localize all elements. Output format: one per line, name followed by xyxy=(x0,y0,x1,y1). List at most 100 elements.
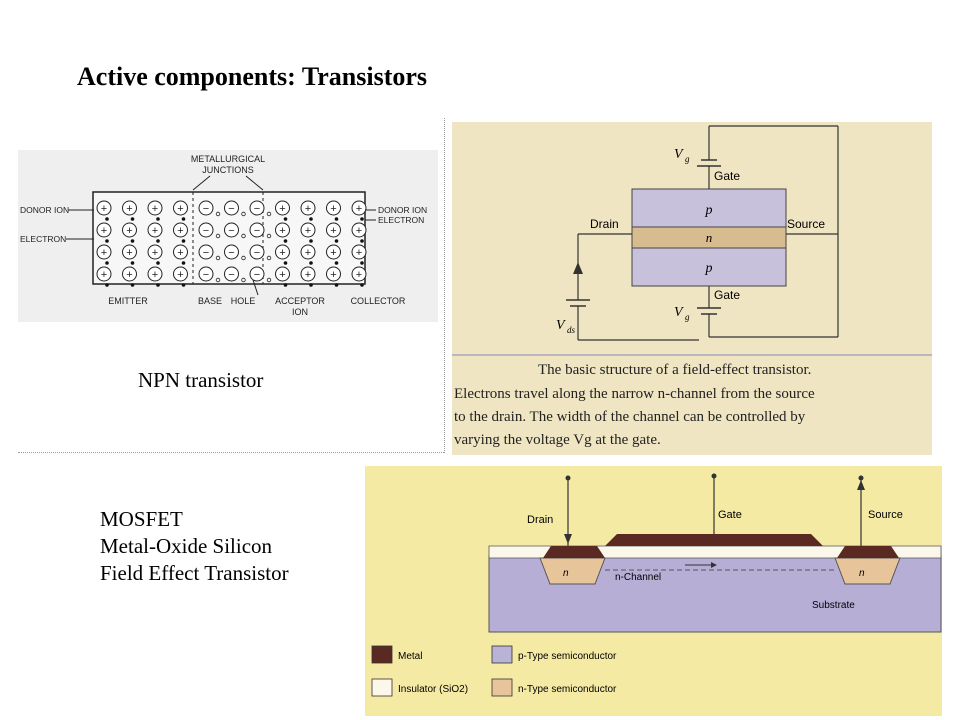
npn-ion-sign: + xyxy=(177,225,183,237)
dotted-divider-horizontal xyxy=(18,452,444,453)
npn-hole xyxy=(266,233,272,239)
fet-label-vg-top-sub: g xyxy=(685,154,690,164)
npn-ion xyxy=(173,266,188,282)
npn-label-junctions-2: JUNCTIONS xyxy=(202,165,254,175)
npn-electron xyxy=(360,283,364,287)
npn-ion-sign: + xyxy=(356,269,362,281)
npn-label-junctions-1: METALLURGICAL xyxy=(191,154,265,164)
npn-label-acceptor-ion: ION xyxy=(292,307,308,317)
fet-label-p-top: p xyxy=(705,203,713,218)
npn-ion-sign: + xyxy=(305,269,311,281)
npn-label-donor-left: DONOR ION xyxy=(20,205,69,215)
mosfet-legend: Metal p-Type semiconductor Insulator (Si… xyxy=(371,645,617,697)
npn-ion xyxy=(198,222,214,238)
npn-ion xyxy=(351,200,367,216)
fet-caption-line-3: to the drain. The width of the channel c… xyxy=(454,409,806,425)
npn-ion-sign: + xyxy=(279,247,285,259)
npn-electron xyxy=(156,239,160,243)
npn-ion-sign: + xyxy=(279,203,285,215)
mosfet-n-right xyxy=(834,557,901,585)
npn-electron xyxy=(334,239,339,243)
npn-diagram: METALLURGICAL JUNCTIONS + + + + − − − + + + + + + + + −… xyxy=(18,150,438,322)
npn-electron xyxy=(334,217,339,221)
npn-ion xyxy=(249,200,265,216)
npn-ion xyxy=(249,222,265,238)
fet-label-p-bottom: p xyxy=(705,261,713,276)
npn-hole xyxy=(241,277,246,283)
npn-ion xyxy=(326,222,341,238)
fet-label-vds: V xyxy=(556,318,566,333)
npn-electron xyxy=(130,283,135,287)
npn-electron xyxy=(130,217,135,221)
npn-ion xyxy=(96,200,112,216)
npn-ion-sign: + xyxy=(330,269,336,281)
npn-ion xyxy=(96,266,112,282)
npn-ion xyxy=(300,222,316,238)
legend-label-metal: Metal xyxy=(398,651,422,662)
npn-ion-sign: + xyxy=(152,203,158,215)
npn-ion-sign: + xyxy=(330,247,336,259)
npn-ion-sign: − xyxy=(254,225,260,237)
npn-ion xyxy=(351,244,367,260)
npn-ion-sign: + xyxy=(279,225,285,237)
npn-ion xyxy=(224,266,239,282)
npn-ion xyxy=(249,244,265,260)
npn-ion-sign: − xyxy=(203,203,209,215)
npn-electron xyxy=(360,217,364,221)
npn-ion xyxy=(122,200,137,216)
npn-ion xyxy=(326,266,341,282)
npn-ion-sign: + xyxy=(101,269,107,281)
npn-ion-sign: − xyxy=(228,203,234,215)
mosfet-n-left xyxy=(539,557,606,585)
npn-electron xyxy=(181,261,186,265)
fet-label-vg-bottom: V xyxy=(674,305,684,320)
npn-ion-sign: + xyxy=(152,269,158,281)
npn-electron xyxy=(105,283,109,287)
npn-ion xyxy=(198,266,214,282)
npn-hole xyxy=(266,255,272,261)
npn-ion-sign: − xyxy=(228,269,234,281)
fet-caption-line-4: varying the voltage Vg at the gate. xyxy=(454,432,661,448)
fet-diagram: p n p V g Gate Gate V g Drain Source V d… xyxy=(452,122,932,455)
mosfet-diagram: Drain Gate Source n n n-Channel Substrat… xyxy=(365,466,942,716)
npn-ion xyxy=(122,222,137,238)
npn-ion-sign: + xyxy=(177,247,183,259)
npn-ion xyxy=(275,266,290,282)
npn-ion-sign: + xyxy=(279,269,285,281)
npn-ion xyxy=(224,244,239,260)
mosfet-label-n-right: n xyxy=(859,568,865,579)
npn-electron xyxy=(105,239,109,243)
npn-electron xyxy=(105,261,109,265)
fet-label-source: Source xyxy=(787,217,825,231)
npn-ion-sign: + xyxy=(330,203,336,215)
npn-hole xyxy=(215,233,221,239)
npn-ion-sign: − xyxy=(228,225,234,237)
mosfet-label-drain: Drain xyxy=(527,514,553,526)
npn-electron xyxy=(309,217,313,221)
fet-p-region-bottom xyxy=(631,247,787,287)
npn-ion-sign: − xyxy=(254,269,260,281)
npn-electron xyxy=(156,283,160,287)
npn-electron xyxy=(181,217,186,221)
npn-ion-grid: ++++−−−++++++++−−−++++++++−−−++++++++−−−… xyxy=(96,200,367,287)
npn-ion xyxy=(249,266,265,282)
npn-ion-sign: + xyxy=(330,225,336,237)
npn-ion xyxy=(351,222,367,238)
npn-ion-sign: + xyxy=(126,203,132,215)
legend-swatch-metal xyxy=(371,645,393,664)
mosfet-label-source: Source xyxy=(868,509,903,521)
npn-ion xyxy=(275,244,290,260)
npn-ion-sign: + xyxy=(126,269,132,281)
npn-ion-sign: + xyxy=(152,247,158,259)
mosfet-source-contact xyxy=(837,546,899,558)
fet-label-drain: Drain xyxy=(590,217,619,231)
mosfet-gate-contact xyxy=(605,534,823,546)
npn-ion xyxy=(147,200,163,216)
npn-ion xyxy=(147,244,163,260)
npn-label-emitter: EMITTER xyxy=(108,296,148,306)
npn-ion-sign: + xyxy=(305,203,311,215)
fet-label-vds-sub: ds xyxy=(567,325,576,335)
npn-ion xyxy=(96,244,112,260)
npn-ion xyxy=(326,200,341,216)
npn-ion xyxy=(300,244,316,260)
